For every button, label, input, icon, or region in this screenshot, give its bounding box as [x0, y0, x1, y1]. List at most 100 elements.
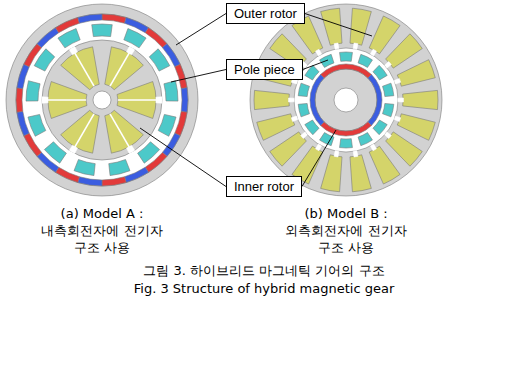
pole-piece: [358, 133, 372, 146]
pole-piece: [373, 120, 387, 135]
outer-magnet: [181, 88, 188, 112]
outer-magnet: [17, 111, 29, 135]
model-a-gear: [6, 4, 198, 196]
inner-magnet: [368, 75, 382, 126]
shaft-hole: [334, 88, 358, 112]
figure-caption: 그림 3. 하이브리드 마그네틱 기어의 구조: [0, 262, 528, 279]
armature-coil: [403, 90, 438, 109]
armature-coil: [61, 110, 100, 153]
outer-armature-core: [250, 4, 442, 196]
inner-magnet: [310, 75, 324, 126]
leader-line: [176, 14, 226, 46]
armature-coil: [386, 34, 423, 68]
leader-lines: [140, 14, 372, 187]
inner-magnet: [321, 122, 372, 136]
slot-divider: [110, 114, 132, 152]
pole-piece: [320, 133, 334, 146]
slot-opening: [288, 98, 294, 102]
armature-coil: [386, 132, 423, 166]
inner-armature-core: [42, 40, 162, 160]
leader-line: [171, 70, 226, 83]
slot-opening: [394, 78, 400, 83]
outer-magnet: [102, 177, 126, 186]
pole-piece: [74, 160, 95, 176]
pole-piece: [305, 120, 319, 135]
pole-piece: [383, 83, 394, 96]
callout-box: Pole piece: [226, 59, 303, 80]
slot-opening: [370, 144, 376, 151]
leader-line: [140, 128, 226, 187]
leader-line: [302, 130, 336, 187]
part-name: Pole piece: [234, 61, 295, 78]
armature-coil: [369, 16, 400, 54]
leader-line: [305, 14, 372, 37]
slot-opening: [370, 49, 376, 56]
pole-piece: [373, 65, 387, 80]
slot-divider: [118, 99, 162, 101]
outer-magnet: [145, 28, 167, 48]
pole-piece: [28, 114, 46, 136]
part-name: Outer rotor: [234, 5, 297, 22]
outer-back-iron: [6, 4, 198, 196]
slot-opening: [301, 132, 308, 138]
armature-coil: [254, 90, 289, 109]
pole-piece: [92, 24, 113, 37]
outer-magnet: [102, 14, 126, 23]
slot-opening: [385, 132, 392, 138]
slot-opening: [353, 151, 358, 157]
armature-coil: [369, 146, 400, 184]
callout-box: Outer rotor: [226, 3, 305, 24]
leader-line: [303, 60, 328, 70]
slot-opening: [316, 49, 322, 56]
outer-magnet: [16, 88, 23, 112]
shaft-hole: [93, 91, 111, 109]
figure-caption-english: Fig. 3 Structure of hybrid magnetic gear: [0, 280, 528, 297]
part-name: Inner rotor: [234, 178, 294, 195]
outer-magnet: [175, 111, 187, 135]
armature-coil: [350, 8, 371, 45]
slot-opening: [353, 43, 358, 49]
outer-magnet: [24, 133, 42, 156]
pole-piece: [298, 103, 309, 116]
inner-magnet: [321, 64, 372, 78]
slot-opening: [334, 43, 339, 49]
model-b-gear: [250, 4, 442, 196]
pole-piece: [164, 81, 178, 101]
armature-coil: [270, 132, 307, 166]
slot-divider: [72, 48, 94, 86]
pole-piece: [383, 103, 394, 116]
armature-coil: [321, 155, 342, 192]
armature-coil: [105, 110, 144, 153]
pole-piece: [340, 52, 353, 61]
slot-divider: [42, 99, 86, 101]
armature-coil: [257, 114, 295, 141]
armature-coil: [321, 8, 342, 45]
armature-coil: [397, 114, 435, 141]
slot-opening: [334, 151, 339, 157]
armature-coil: [350, 155, 371, 192]
slot-opening: [398, 98, 404, 102]
slot-opening: [316, 144, 322, 151]
outer-magnet: [78, 14, 102, 23]
pole-piece: [26, 81, 40, 101]
slot-opening: [291, 116, 297, 121]
slot-opening: [385, 62, 392, 68]
pole-piece: [340, 139, 353, 148]
armature-coil: [105, 47, 144, 90]
outer-magnet: [78, 177, 102, 186]
armature-coil: [397, 60, 435, 87]
inner-rotor-core: [315, 69, 377, 131]
subfigure-caption: (b) Model B : 외측회전자에 전기자 구조 사용: [278, 205, 414, 256]
pole-piece: [158, 114, 176, 136]
pole-piece: [298, 83, 309, 96]
subfigure-caption: (a) Model A : 내측회전자에 전기자 구조 사용: [34, 205, 170, 256]
armature-coil: [61, 47, 100, 90]
pole-piece: [358, 54, 372, 67]
slot-divider: [72, 114, 94, 152]
pole-piece: [58, 29, 80, 48]
slot-divider: [110, 48, 132, 86]
pole-piece: [109, 160, 130, 176]
pole-piece: [124, 29, 146, 48]
callout-box: Inner rotor: [226, 176, 302, 197]
